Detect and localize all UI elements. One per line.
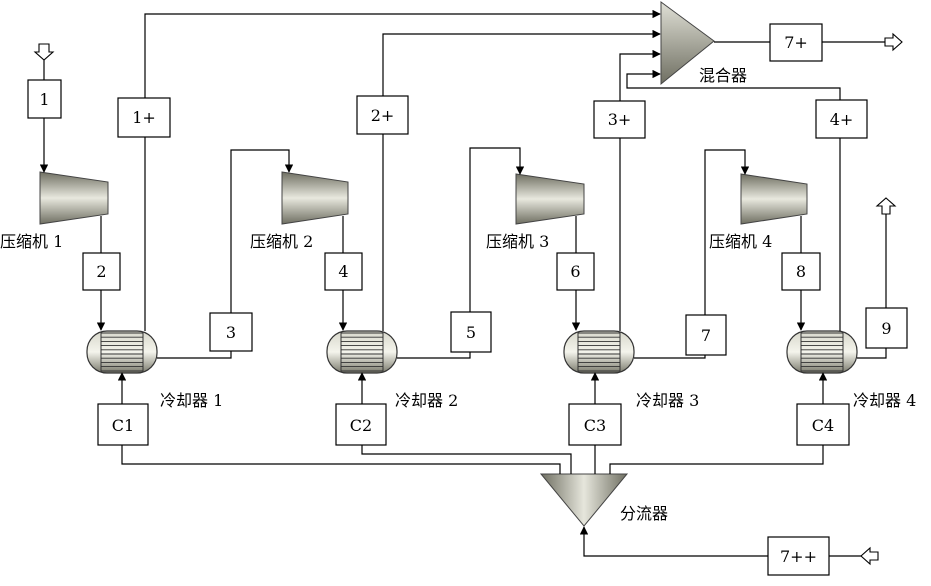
svg-text:5: 5: [466, 323, 476, 342]
mixer-icon: [660, 1, 715, 86]
svg-text:4: 4: [338, 262, 348, 281]
stream-line-2plus: [382, 29, 661, 331]
stream-label-3plus[interactable]: 3+: [593, 100, 646, 139]
svg-text:C1: C1: [112, 416, 134, 435]
compressor-1-icon: [39, 171, 109, 225]
stream-line-3plus: [619, 49, 661, 331]
compressor-2-label: 压缩机 2: [250, 232, 313, 251]
stream-label-9[interactable]: 9: [865, 307, 908, 349]
stream-line-c2: [357, 372, 572, 474]
stream-label-c4[interactable]: C4: [796, 403, 850, 446]
coolant-inlet-arrow-icon: [860, 546, 879, 566]
splitter-icon: [539, 473, 629, 527]
compressor-1-label: 压缩机 1: [0, 232, 63, 251]
svg-text:7++: 7++: [780, 547, 817, 566]
cooler-1-label: 冷却器 1: [160, 391, 223, 410]
svg-text:6: 6: [570, 262, 580, 281]
stream-label-c1[interactable]: C1: [97, 403, 149, 446]
svg-text:C2: C2: [350, 416, 372, 435]
stream-label-c3[interactable]: C3: [568, 403, 622, 446]
stream-label-3[interactable]: 3: [209, 312, 253, 352]
svg-text:2+: 2+: [371, 106, 395, 125]
stream-label-7plusplus[interactable]: 7++: [767, 536, 830, 576]
feed-inlet-arrow-icon: [33, 43, 55, 61]
compressor-3-label: 压缩机 3: [486, 232, 549, 251]
stream-line-9: [857, 214, 887, 359]
splitter-label: 分流器: [620, 504, 668, 523]
svg-text:1: 1: [39, 90, 49, 109]
stream-line-4plus: [626, 69, 841, 331]
svg-text:3+: 3+: [608, 110, 632, 129]
product-outlet-arrow-icon: [875, 197, 897, 215]
stream-label-7plus[interactable]: 7+: [769, 23, 823, 62]
svg-text:7+: 7+: [784, 33, 808, 52]
stream-line-7: [634, 149, 750, 359]
stream-line-1plus: [144, 9, 661, 331]
svg-text:C3: C3: [584, 416, 606, 435]
cooler-3-label: 冷却器 3: [636, 391, 699, 410]
svg-text:7: 7: [701, 326, 711, 345]
cooler-3-icon: [563, 330, 635, 374]
compressor-2-icon: [281, 171, 349, 225]
stream-line-c4: [609, 372, 828, 474]
stream-label-c2[interactable]: C2: [335, 403, 387, 446]
stream-label-4[interactable]: 4: [324, 252, 363, 291]
mixer-outlet-arrow-icon: [884, 32, 903, 52]
compressor-4-icon: [740, 173, 808, 225]
stream-label-5[interactable]: 5: [450, 311, 492, 353]
svg-text:4+: 4+: [830, 110, 854, 129]
stream-label-8[interactable]: 8: [781, 252, 821, 291]
stream-label-4plus[interactable]: 4+: [815, 99, 868, 139]
compressor-4-label: 压缩机 4: [709, 232, 772, 251]
compressor-3-icon: [515, 173, 585, 225]
svg-text:1+: 1+: [132, 108, 156, 127]
cooler-4-icon: [786, 330, 858, 374]
svg-text:C4: C4: [812, 416, 834, 435]
stream-label-2plus[interactable]: 2+: [356, 95, 409, 135]
cooler-2-label: 冷却器 2: [395, 391, 458, 410]
cooler-2-icon: [326, 330, 398, 374]
stream-line-3: [157, 149, 294, 359]
svg-text:9: 9: [881, 319, 891, 338]
mixer-label: 混合器: [699, 66, 747, 85]
stream-label-6[interactable]: 6: [556, 252, 595, 291]
svg-text:3: 3: [226, 323, 236, 342]
stream-label-1plus[interactable]: 1+: [117, 97, 171, 138]
stream-line-5: [397, 147, 525, 359]
cooler-4-label: 冷却器 4: [853, 391, 916, 410]
stream-label-2[interactable]: 2: [82, 252, 121, 291]
svg-text:2: 2: [96, 262, 106, 281]
svg-text:8: 8: [796, 262, 806, 281]
stream-label-7[interactable]: 7: [685, 314, 727, 356]
cooler-1-icon: [86, 330, 158, 374]
stream-label-1[interactable]: 1: [27, 79, 62, 119]
